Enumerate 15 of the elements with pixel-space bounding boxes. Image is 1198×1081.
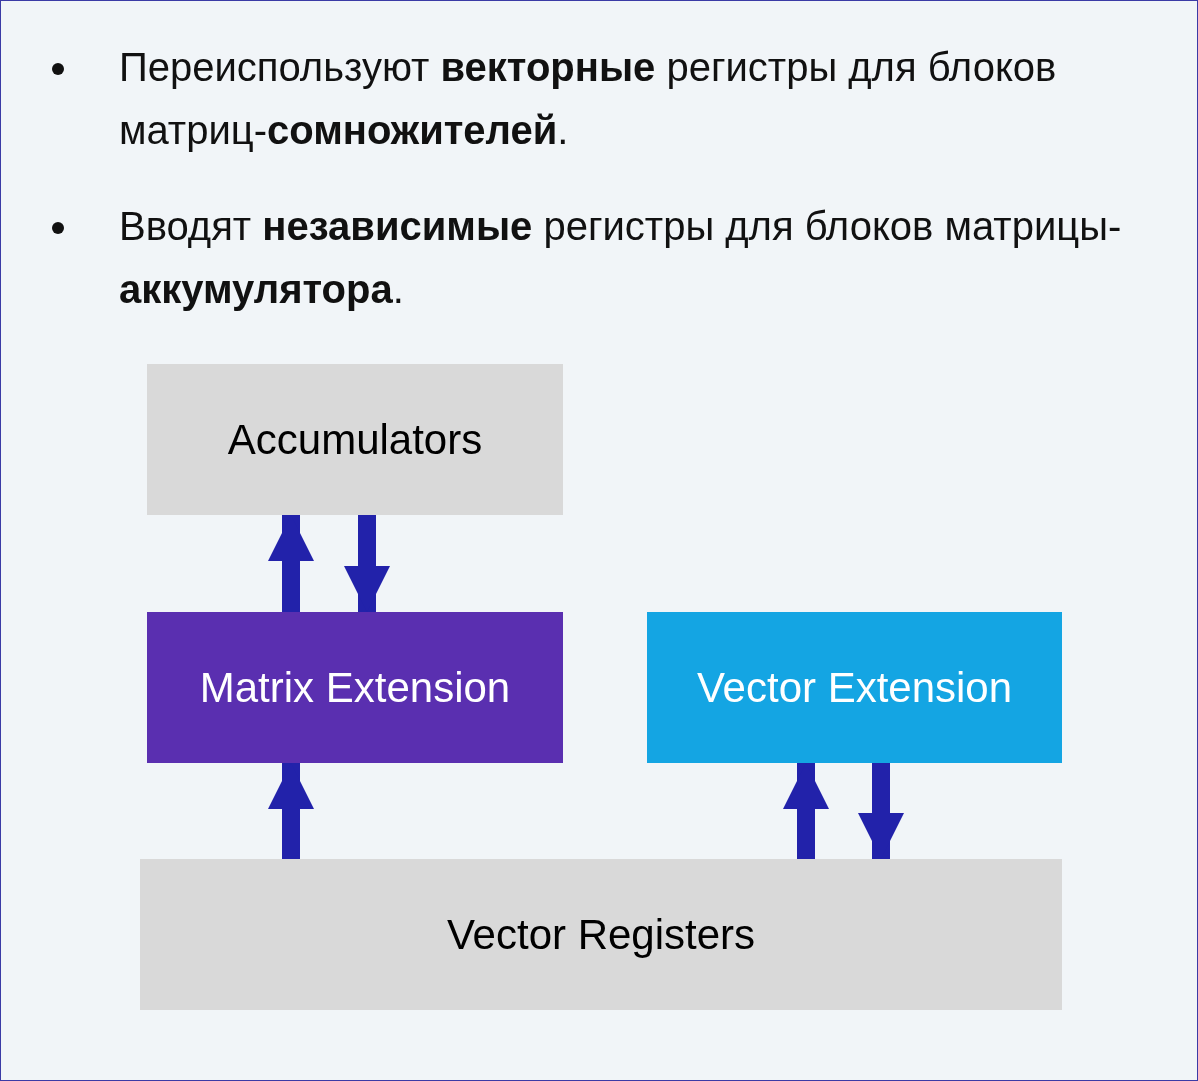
box-label: Vector Extension bbox=[696, 663, 1013, 712]
arrow bbox=[344, 515, 390, 612]
arrow bbox=[268, 763, 314, 859]
arrow bbox=[858, 763, 904, 859]
box-label: Vector Registers bbox=[446, 910, 756, 959]
box-label: Matrix Extension bbox=[199, 663, 511, 712]
arrow bbox=[268, 515, 314, 612]
register-box bbox=[147, 364, 563, 515]
bullet-text: Вводят независимые регистры для блоков матрицы-аккумулятора. bbox=[119, 203, 1123, 313]
extension-box bbox=[647, 612, 1062, 763]
bullet-text: Переиспользуют векторные регистры для блоков матриц-сомножителей. bbox=[119, 44, 1058, 154]
register-box bbox=[140, 859, 1062, 1010]
extension-box bbox=[147, 612, 563, 763]
arrow bbox=[783, 763, 829, 859]
box-label: Accumulators bbox=[227, 415, 483, 464]
